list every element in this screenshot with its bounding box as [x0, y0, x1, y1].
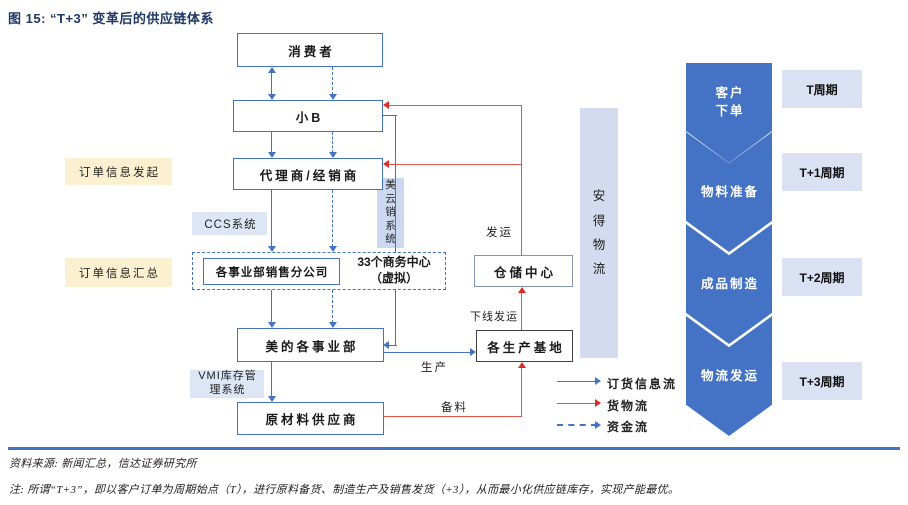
label-order-initiate: 订单信息发起 — [65, 158, 172, 185]
redarrow-into-warehouse — [518, 287, 526, 293]
chevron1-line2: 下单 — [715, 104, 745, 118]
dasharrow-to-smallb — [329, 94, 337, 100]
redline-to-smallb — [389, 105, 522, 106]
line-meiyunxiao-vert-lower — [395, 289, 396, 346]
redline-prepare-vertical — [521, 367, 522, 417]
line-smallb-agent — [271, 132, 272, 153]
label-vmi-system: VMI库存管 理系统 — [190, 370, 264, 398]
redarrow-into-smallb — [383, 101, 389, 109]
node-midea-business-units: 美的各事业部 — [237, 328, 384, 362]
arrow-down-to-smallb — [268, 94, 276, 100]
label-ccs-system: CCS系统 — [192, 212, 267, 235]
redline-base-to-warehouse — [521, 292, 522, 330]
label-ande-logistics: 安得物流 — [580, 108, 618, 358]
line-consumer-smallb — [271, 71, 272, 96]
line-branch-midea — [271, 290, 272, 323]
redline-prepare-horizontal — [384, 416, 522, 417]
figure-title: 图 15: “T+3” 变革后的供应链体系 — [8, 11, 214, 26]
redarrow-into-production-base — [518, 362, 526, 368]
arrow-meiyunxiao-into-midea — [383, 341, 389, 349]
legend-label-goods-flow: 货物流 — [607, 399, 650, 413]
period-t: T周期 — [782, 70, 862, 108]
arrow-down-to-supplier — [268, 396, 276, 402]
node-production-base: 各生产基地 — [476, 330, 573, 362]
footer-source: 资料来源: 新闻汇总，信达证券研究所 — [9, 458, 197, 470]
legend-line-capital-flow — [557, 424, 597, 426]
dasharrow-to-midea — [329, 322, 337, 328]
line-meiyunxiao-top — [383, 115, 397, 116]
dashline-branch-midea — [332, 290, 333, 323]
redline-warehouse-up — [521, 106, 522, 255]
node-warehouse-center: 仓储中心 — [474, 255, 573, 287]
legend-arrow-info-flow — [595, 377, 601, 385]
edge-label-ship: 发运 — [486, 227, 513, 239]
node-sales-branch: 各事业部销售分公司 — [203, 258, 340, 285]
legend-arrow-capital-flow — [595, 421, 601, 429]
period-t1: T+1周期 — [782, 153, 862, 191]
legend-arrow-goods-flow — [595, 399, 601, 407]
business-center-line1: 33个商务中心 — [357, 255, 431, 270]
arrow-down-to-branch — [268, 246, 276, 252]
node-business-center-text: 33个商务中心 （虚拟） — [344, 254, 444, 288]
meiyunxiao-text: 美云销系统 — [385, 178, 396, 246]
legend-line-goods-flow — [557, 403, 597, 404]
node-consumer: 消费者 — [237, 33, 383, 67]
chevron4-line1: 物流发运 — [700, 368, 759, 383]
line-midea-supplier — [271, 362, 272, 397]
dasharrow-to-agent — [329, 152, 337, 158]
business-center-line2: （虚拟） — [369, 271, 418, 285]
dashline-smallb-agent — [332, 132, 333, 153]
edge-label-offline-ship: 下线发运 — [470, 311, 518, 323]
edge-label-produce: 生产 — [421, 362, 448, 374]
vmi-line2: 理系统 — [209, 384, 246, 396]
arrow-down-to-agent — [268, 152, 276, 158]
node-raw-material-supplier: 原材料供应商 — [237, 402, 384, 435]
dashline-consumer-smallb — [332, 67, 333, 95]
dasharrow-to-branch — [329, 246, 337, 252]
label-order-summary: 订单信息汇总 — [65, 258, 172, 287]
chevron3-line1: 成品制造 — [700, 276, 759, 291]
chevron1-line1: 客户 — [715, 85, 745, 100]
ande-text: 安得物流 — [592, 189, 606, 277]
arrow-down-to-midea — [268, 322, 276, 328]
redarrow-into-agent — [383, 160, 389, 168]
node-agent-dealer: 代理商/经销商 — [233, 158, 383, 190]
line-produce — [384, 352, 471, 353]
footer-separator — [8, 447, 900, 450]
vmi-line1: VMI库存管 — [198, 370, 257, 383]
line-meiyunxiao-elbow — [389, 345, 397, 346]
arrow-up-to-consumer — [268, 67, 276, 73]
period-t2: T+2周期 — [782, 258, 862, 296]
node-small-b: 小B — [233, 100, 383, 132]
period-t3: T+3周期 — [782, 362, 862, 400]
redline-to-agent — [389, 164, 522, 165]
dashline-agent-branch — [332, 190, 333, 247]
line-meiyunxiao-vert-upper — [395, 115, 396, 252]
chevron2-line1: 物料准备 — [700, 184, 759, 199]
arrow-into-production-base — [470, 348, 476, 356]
footer-note: 注: 所谓“T+3”，即以客户订单为周期始点（T），进行原料备货、制造生产及销售… — [9, 484, 680, 496]
edge-label-prepare-material: 备料 — [441, 402, 468, 414]
legend-line-info-flow — [557, 381, 597, 382]
legend-label-info-flow: 订货信息流 — [607, 377, 678, 391]
line-agent-branch — [271, 190, 272, 247]
legend-label-capital-flow: 资金流 — [607, 420, 650, 434]
